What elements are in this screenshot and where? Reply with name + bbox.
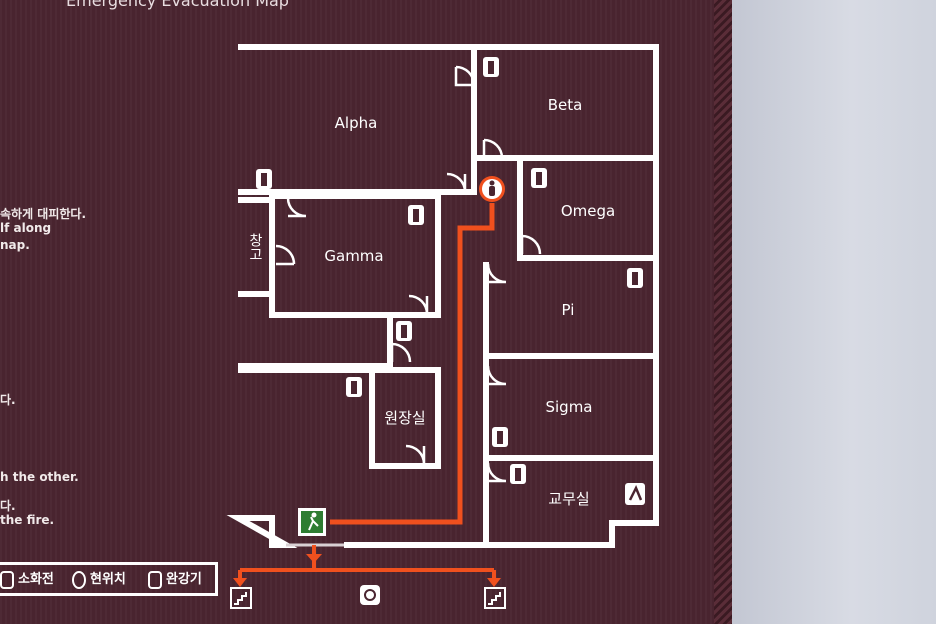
omega-wall [517, 158, 656, 261]
corridor-wall [238, 315, 393, 369]
fire-extinguishers [256, 57, 645, 505]
background-wall [726, 0, 936, 624]
fire-extinguisher-icon [627, 268, 643, 288]
route-line [330, 203, 495, 525]
legend-item: 소화전 [0, 568, 54, 589]
stairs-icon [230, 587, 252, 609]
legend-label: 소화전 [18, 572, 54, 587]
room-label-pi: Pi [562, 301, 575, 319]
route-arrow-icon [306, 554, 322, 563]
legend-label: 현위치 [90, 572, 126, 587]
door-icon [486, 263, 507, 284]
legend-item: 현위치 [72, 568, 126, 589]
route-line [238, 545, 496, 580]
side-text-line: 다. [0, 393, 16, 407]
side-text-line: h the other. [0, 470, 79, 484]
floor-plan: Alpha Beta Omega Gamma Pi Sigma 원장실 교무실 … [226, 44, 659, 609]
door-icon [454, 65, 476, 87]
room-label-sigma: Sigma [545, 398, 592, 416]
door-icon [520, 234, 542, 255]
elevator-icon [360, 585, 380, 605]
descending-device-icon [148, 570, 162, 589]
side-text-line: 속하게 대피한다. [0, 207, 87, 221]
fire-extinguisher-icon [0, 570, 14, 589]
fire-extinguisher-icon [492, 427, 508, 447]
door-icon [486, 462, 507, 483]
side-text-line: 다. [0, 499, 16, 513]
room-label-beta: Beta [548, 96, 583, 114]
descending-device-icon [625, 483, 645, 505]
stairs-icon [484, 587, 506, 609]
fire-extinguisher-icon [483, 57, 499, 77]
room-label-storage: 창고 [247, 233, 263, 261]
walls [226, 44, 659, 548]
legend-box [0, 562, 218, 596]
board-edge [714, 0, 732, 624]
legend-label: 완강기 [166, 572, 202, 587]
door-icon [486, 365, 507, 386]
fire-extinguisher-icon [346, 377, 362, 397]
door-icon [275, 244, 296, 266]
fire-extinguisher-icon [408, 205, 424, 225]
route-arrow-icon [233, 578, 247, 587]
room-label-alpha: Alpha [335, 114, 378, 132]
director-wall [369, 367, 441, 469]
room-label-omega: Omega [561, 202, 615, 220]
emergency-exit-icon [298, 508, 326, 536]
you-are-here-icon [72, 570, 86, 589]
door-icon [446, 172, 467, 193]
legend-item: 완강기 [148, 568, 202, 589]
room-label-staff: 교무실 [548, 490, 589, 508]
door-icon [390, 342, 412, 363]
door-icon [405, 444, 426, 465]
alpha-wall [238, 47, 477, 195]
evacuation-route [233, 203, 501, 587]
side-text-line: nap. [0, 238, 30, 252]
door-icon [408, 294, 429, 315]
side-text-line: the fire. [0, 513, 55, 527]
route-arrow-icon [487, 578, 501, 587]
side-text-line: lf along [0, 221, 52, 235]
map-title: Emergency Evacuation Map [66, 0, 289, 10]
door-swings [275, 65, 542, 483]
gamma-wall [269, 193, 441, 318]
room-label-gamma: Gamma [324, 247, 383, 265]
fire-extinguisher-icon [510, 464, 526, 484]
door-icon [482, 138, 504, 159]
door-icon [286, 197, 307, 218]
outer-wall [226, 44, 659, 548]
fire-extinguisher-icon [256, 169, 272, 189]
you-are-here-icon [479, 176, 505, 202]
fire-extinguisher-icon [531, 168, 547, 188]
fire-extinguisher-icon [396, 321, 412, 341]
room-label-director: 원장실 [384, 409, 425, 427]
